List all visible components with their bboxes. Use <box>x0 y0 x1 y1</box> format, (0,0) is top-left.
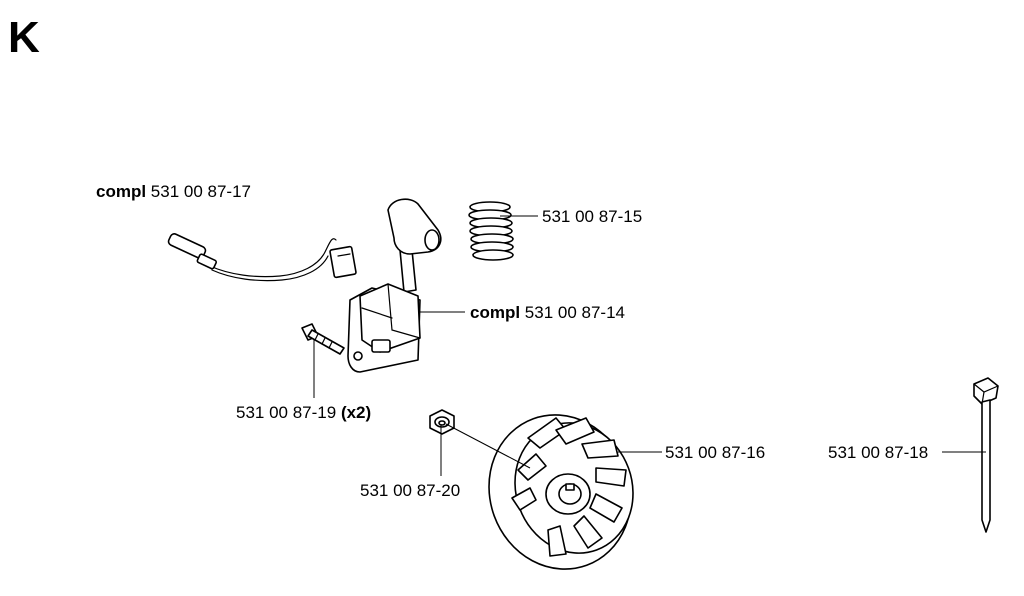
callout-flywheel: 531 00 87-16 <box>665 443 765 462</box>
callout-ignition-module: compl 531 00 87-14 <box>470 303 625 322</box>
flywheel-part <box>488 414 634 570</box>
ignition-module-part <box>347 198 442 373</box>
spring-part <box>468 201 514 261</box>
callout-nut: 531 00 87-20 <box>360 481 460 500</box>
nut-part <box>429 409 455 435</box>
section-letter: K <box>8 13 40 62</box>
screw-part <box>301 323 345 355</box>
cable-tie-part <box>973 377 999 533</box>
ignition-cable-part <box>167 233 357 282</box>
callout-cable-tie: 531 00 87-18 <box>828 443 928 462</box>
callout-spring: 531 00 87-15 <box>542 207 642 226</box>
leader-line-20-flywheel <box>445 423 531 469</box>
callout-screw: 531 00 87-19 (x2) <box>236 403 371 422</box>
callout-ignition-cable: compl 531 00 87-17 <box>96 182 251 201</box>
